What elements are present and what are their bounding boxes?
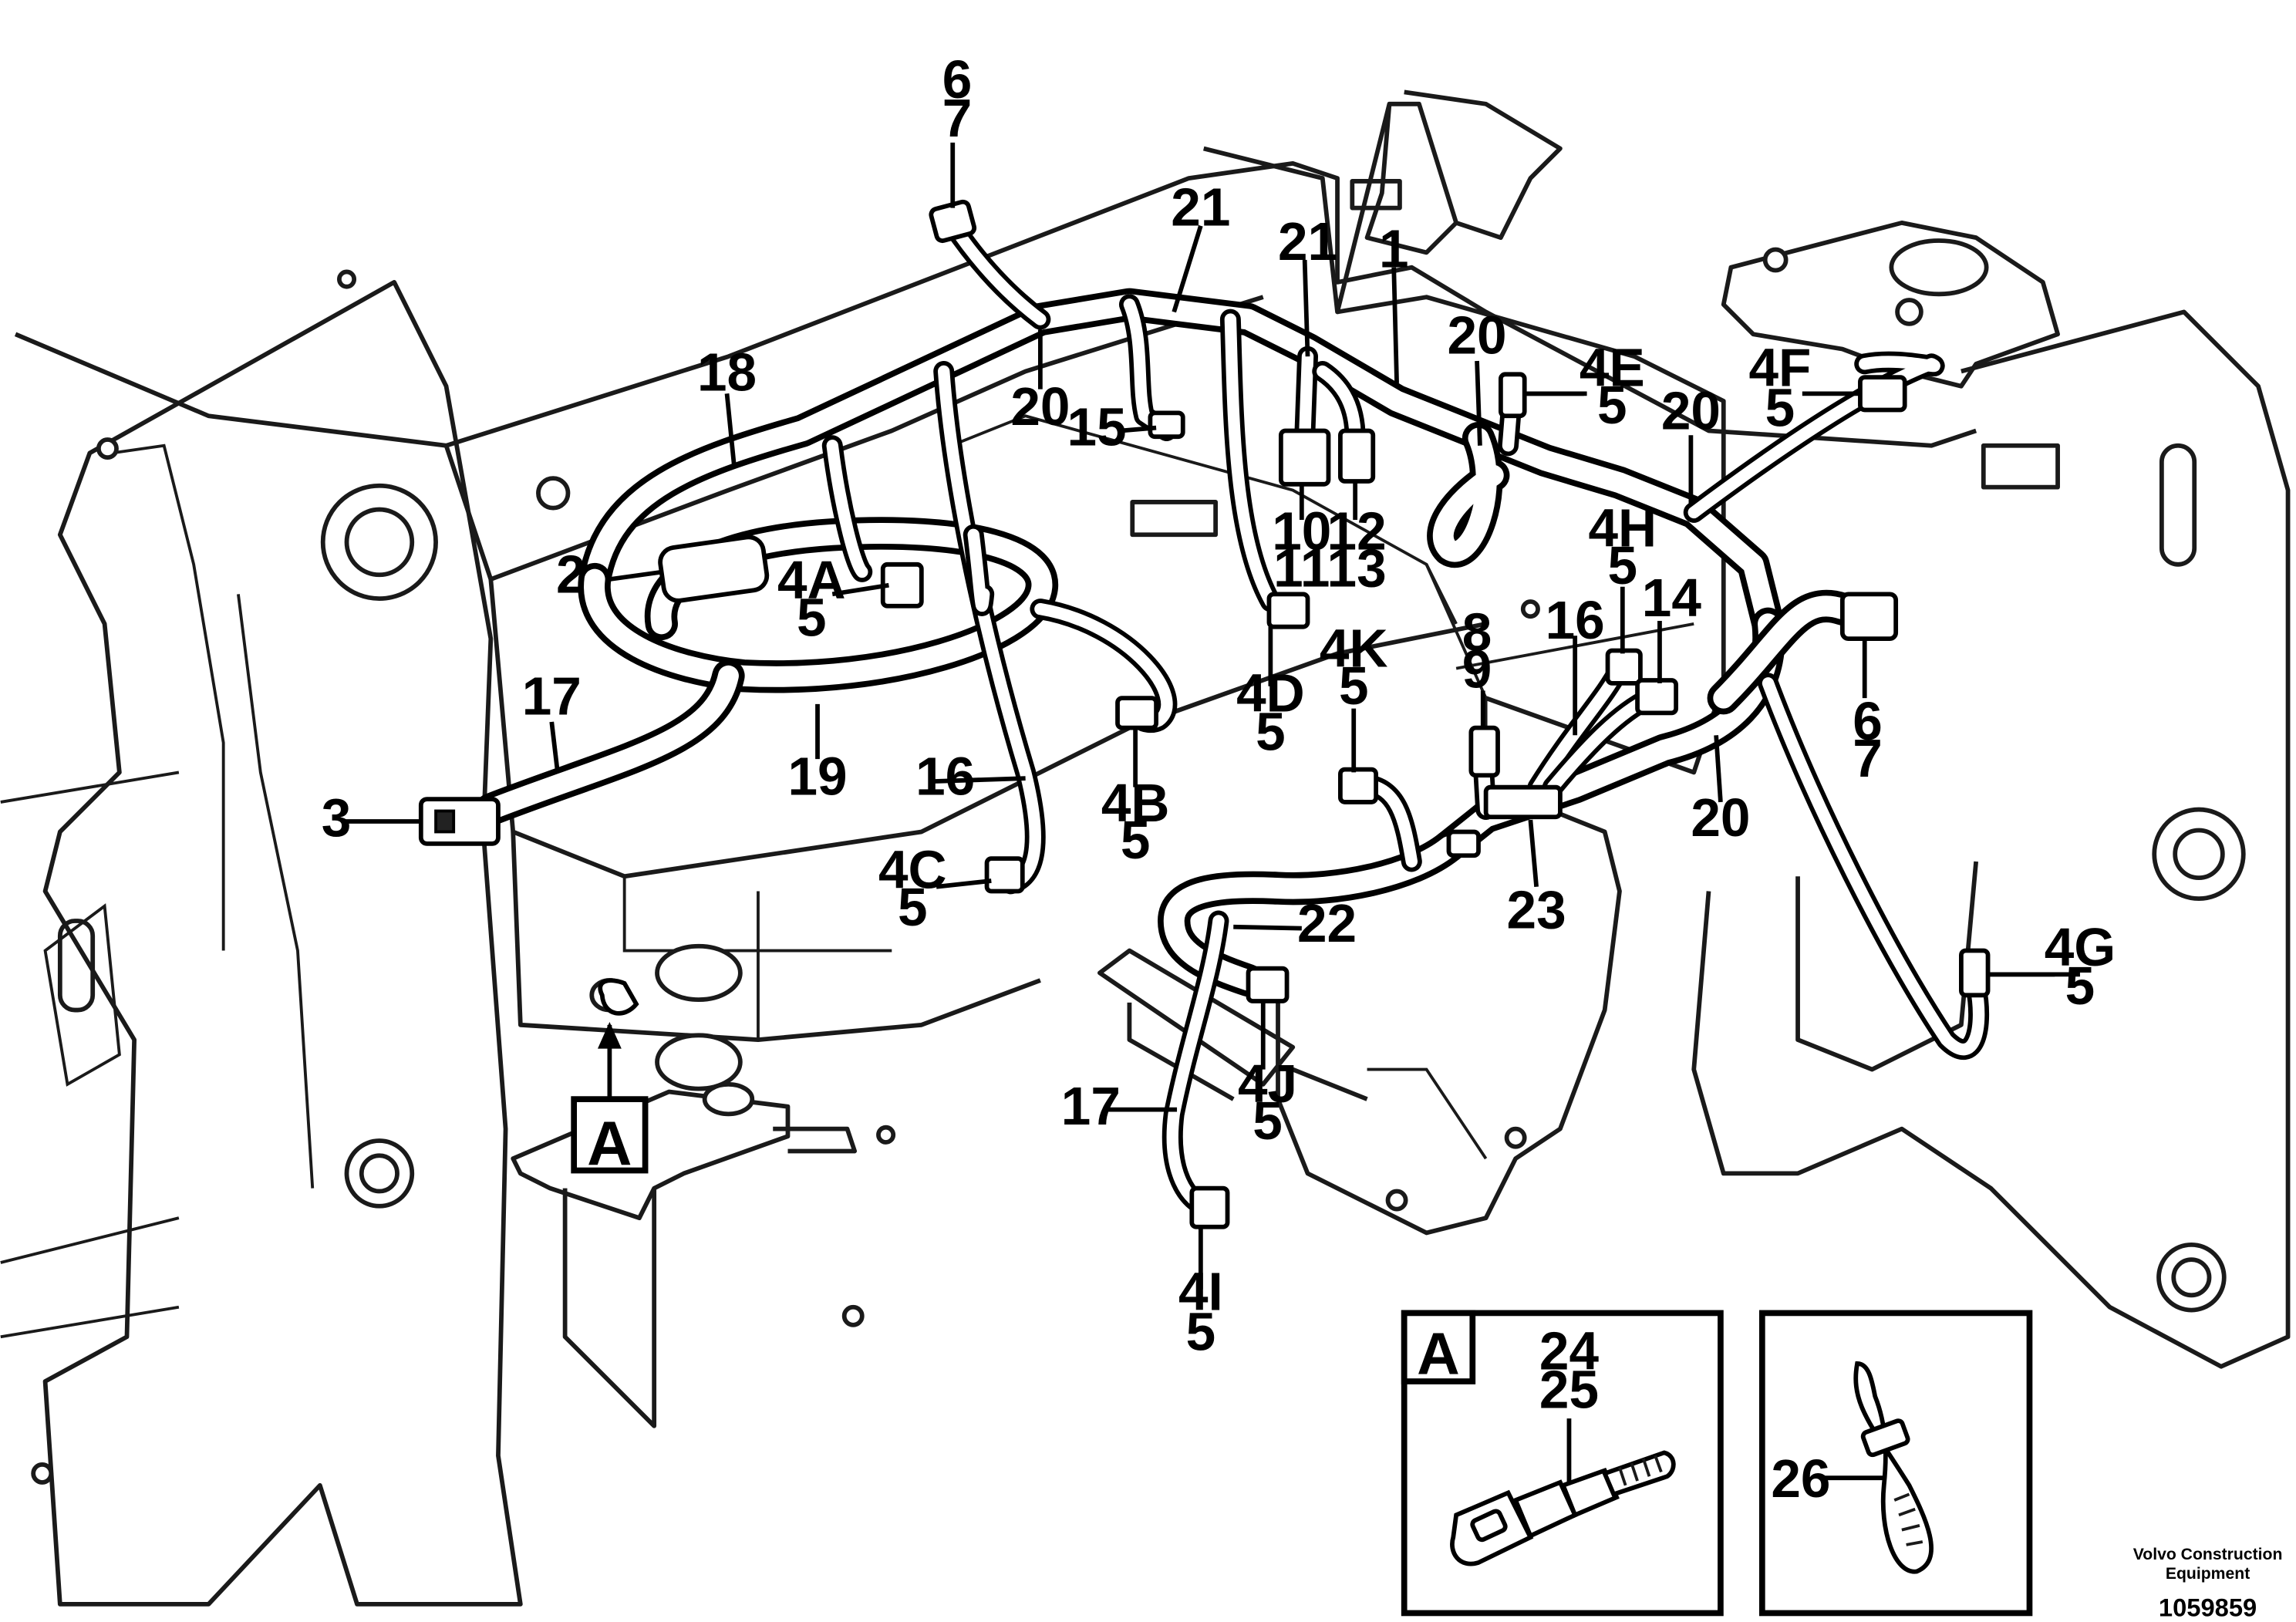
callout-7-right: 7 xyxy=(1853,728,1883,788)
callout-4k-sub: 5 xyxy=(1339,656,1369,716)
callout-4k: 4K xyxy=(1320,619,1388,679)
callout-14: 14 xyxy=(1642,568,1702,628)
temperature-sensor-icon xyxy=(1450,1450,1676,1566)
callout-4h-sub: 5 xyxy=(1608,535,1638,595)
callout-4b-sub: 5 xyxy=(1121,810,1151,870)
callout-21-right: 21 xyxy=(1278,211,1337,271)
callout-4c: 4C xyxy=(878,840,947,900)
callout-4g-sub: 5 xyxy=(2065,956,2095,1016)
footer: Volvo Construction Equipment 1059859 xyxy=(2133,1546,2283,1621)
callout-6-right: 6 xyxy=(1853,691,1883,751)
detail-a-label: A xyxy=(1417,1320,1460,1387)
callout-4i-sub: 5 xyxy=(1186,1302,1216,1362)
callout-21-left: 21 xyxy=(1171,177,1230,238)
callout-4a-sub: 5 xyxy=(797,587,827,647)
detail-a-reference-label: A xyxy=(587,1109,632,1179)
callout-10: 10 xyxy=(1272,501,1331,561)
callout-4i: 4I xyxy=(1178,1262,1223,1322)
callout-4f-sub: 5 xyxy=(1765,378,1795,438)
callout-4d-sub: 5 xyxy=(1256,702,1286,762)
callout-13: 13 xyxy=(1327,538,1387,599)
callout-1: 1 xyxy=(1379,219,1409,279)
callout-3: 3 xyxy=(322,787,352,848)
callout-20-bottom: 20 xyxy=(1691,787,1750,848)
callout-23: 23 xyxy=(1507,880,1566,940)
detail-panel-cable-tie: 26 xyxy=(1758,1310,2033,1617)
leader-lines xyxy=(345,142,2080,1290)
machine-frame xyxy=(0,89,2291,1607)
callout-24: 24 xyxy=(1539,1321,1600,1381)
callout-19: 19 xyxy=(787,746,847,806)
cable-tie-icon xyxy=(1853,1361,1934,1574)
callout-4f: 4F xyxy=(1748,338,1811,398)
callout-12: 12 xyxy=(1327,501,1387,561)
callout-4b: 4B xyxy=(1101,773,1170,833)
callout-7-top: 7 xyxy=(942,88,973,148)
callout-20-left: 20 xyxy=(1010,376,1070,437)
callout-15: 15 xyxy=(1067,397,1127,457)
callout-4d: 4D xyxy=(1236,663,1305,723)
document-number: 1059859 xyxy=(2159,1593,2257,1621)
callout-6-top: 6 xyxy=(942,49,973,110)
callout-22: 22 xyxy=(1297,893,1357,953)
detail-panel-a: A 24 25 xyxy=(1401,1310,1724,1617)
callout-11: 11 xyxy=(1273,538,1330,599)
callout-9: 9 xyxy=(1462,639,1492,700)
callout-20-right: 20 xyxy=(1661,381,1721,441)
callout-4a: 4A xyxy=(777,550,846,610)
detail-a-reference: A xyxy=(571,1096,649,1179)
callout-25: 25 xyxy=(1539,1360,1599,1420)
publisher-line-1: Volvo Construction xyxy=(2133,1546,2283,1563)
callout-26: 26 xyxy=(1771,1448,1830,1509)
callout-8: 8 xyxy=(1462,602,1492,663)
publisher-line-2: Equipment xyxy=(2166,1565,2250,1583)
callout-17-left: 17 xyxy=(522,666,582,726)
callout-2: 2 xyxy=(556,544,586,604)
callout-4e-sub: 5 xyxy=(1597,375,1627,435)
callout-4c-sub: 5 xyxy=(898,877,928,937)
callout-4j: 4J xyxy=(1238,1054,1297,1114)
callout-4j-sub: 5 xyxy=(1253,1091,1283,1151)
callout-4h: 4H xyxy=(1588,498,1657,558)
callout-17-bottom: 17 xyxy=(1061,1076,1121,1136)
callout-4g: 4G xyxy=(2045,917,2116,977)
callout-4e: 4E xyxy=(1580,338,1645,398)
callout-labels: 6 7 21 21 1 20 4E 5 4F 5 20 18 20 15 10 … xyxy=(322,49,2116,1361)
callout-16-right: 16 xyxy=(1546,590,1605,650)
callout-18: 18 xyxy=(697,342,757,402)
callout-20-top: 20 xyxy=(1448,305,1507,365)
callout-16-mid: 16 xyxy=(915,746,975,806)
